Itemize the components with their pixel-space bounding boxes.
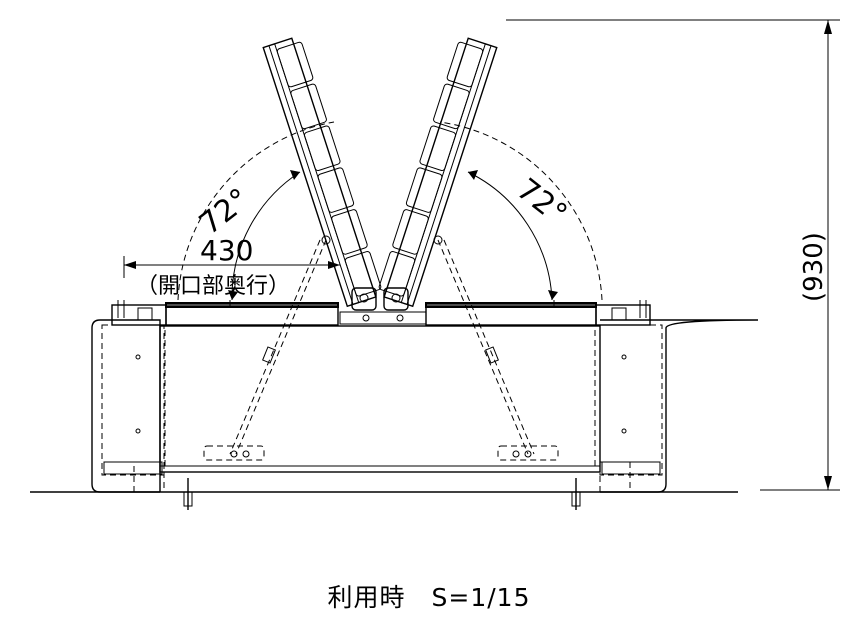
width-note-label: （開口部奥行）	[136, 274, 290, 299]
height-dim-label: (930)	[799, 232, 829, 302]
drawing-caption: 利用時 S=1/15	[327, 583, 531, 612]
height-dimension	[506, 19, 840, 491]
right-lid	[378, 37, 498, 308]
anchor-bolts	[183, 478, 581, 510]
left-lid	[262, 37, 382, 308]
base-housing	[91, 319, 759, 493]
width-dimension	[123, 256, 340, 278]
gas-struts	[229, 239, 535, 455]
width-value-label: 430	[200, 234, 253, 267]
angle-arcs	[177, 121, 603, 306]
floor-brackets	[203, 445, 559, 461]
angle-right-label: 72°	[510, 172, 573, 232]
top-rails	[111, 300, 651, 326]
hinge-assembly	[321, 235, 443, 311]
